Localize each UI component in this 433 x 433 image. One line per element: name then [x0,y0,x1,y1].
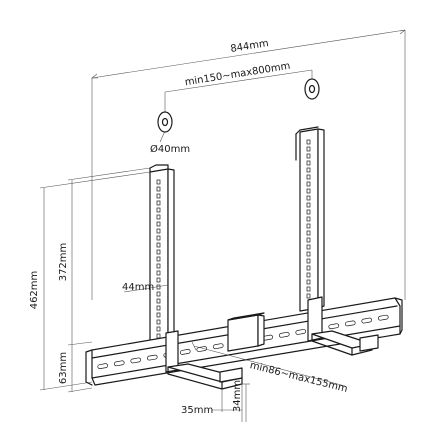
label-spacing: min150~max800mm [184,61,291,89]
rail-slot [196,346,208,352]
rail-slot [146,354,158,361]
upright-slot [156,249,161,255]
dimension-shelf-depth [191,341,346,387]
upright-slot [306,237,311,243]
upright-slot [306,279,311,285]
upright-slot [306,153,311,159]
upright-slot [156,333,161,339]
upright-slot [306,286,311,292]
upright-slot [306,188,311,194]
upright-slot [156,207,161,213]
upright-slot [306,174,311,180]
label-total-width: 844mm [230,38,270,55]
mounting-hole-left [157,111,173,143]
upright-slot [306,258,311,264]
upright-slot [156,214,161,220]
label-height-upright: 372mm [58,243,69,282]
upright-slot [156,221,161,227]
upright-slot [306,272,311,278]
upright-slot [306,202,311,208]
rail-slot [377,314,389,321]
upright-slot [156,298,161,304]
upright-slot [306,251,311,257]
upright-slot [306,223,311,229]
upright-slot [156,242,161,248]
upright-slot [156,186,161,192]
rail-slot [179,349,191,355]
upright-slot [306,139,311,145]
upright-slot [156,256,161,262]
upright-slot [306,293,311,299]
dimension-tab [212,383,250,422]
upright-slot [156,270,161,276]
rail-slot [328,323,340,330]
rail-slot [212,343,224,350]
upright-slot [156,200,161,206]
right-shelf-arm [307,296,379,356]
label-bottom-height: 63mm [58,352,69,384]
label-tab-width: 35mm [181,405,213,416]
rail-slot [130,357,142,364]
rail-slot [295,329,307,335]
label-tab-height: 34mm [232,380,243,412]
right-upright [295,126,325,312]
dimension-bracket-width [123,284,169,293]
dimension-height-total [39,171,151,391]
rail-slot [278,331,290,338]
upright-slot [306,209,311,215]
upright-slot [156,319,161,325]
upright-slot [306,167,311,173]
upright-slot [306,146,311,152]
center-clamp [227,312,265,352]
label-hole-diameter: Ø40mm [150,143,190,155]
upright-slot [156,312,161,318]
upright-slot [306,230,311,236]
dimension-height-upright [67,167,151,345]
dimension-bottom-height [67,341,93,393]
upright-slot [156,235,161,241]
upright-slot [156,326,161,332]
rail-slot [361,317,373,324]
upright-slot [306,216,311,222]
upright-slot [156,193,161,199]
rail-slot [113,360,125,367]
upright-slot [156,179,161,185]
rail-slot [344,320,356,327]
upright-slot [306,195,311,201]
upright-slot [156,263,161,269]
upright-slot [306,181,311,187]
upright-slot [156,228,161,234]
label-height-total: 462mm [29,271,40,310]
left-upright [149,164,175,346]
upright-slot [156,291,161,297]
rail-slot [97,363,109,370]
upright-slot [156,277,161,283]
dimension-total-width [91,29,406,300]
upright-slot [306,244,311,250]
label-shelf-depth: min86~max155mm [249,360,349,395]
upright-slot [306,265,311,271]
label-bracket-width: 44mm [122,282,154,293]
left-shelf-arm [165,330,243,390]
upright-slot [156,305,161,311]
upright-slot [306,160,311,166]
mounting-hole-right [304,78,320,100]
